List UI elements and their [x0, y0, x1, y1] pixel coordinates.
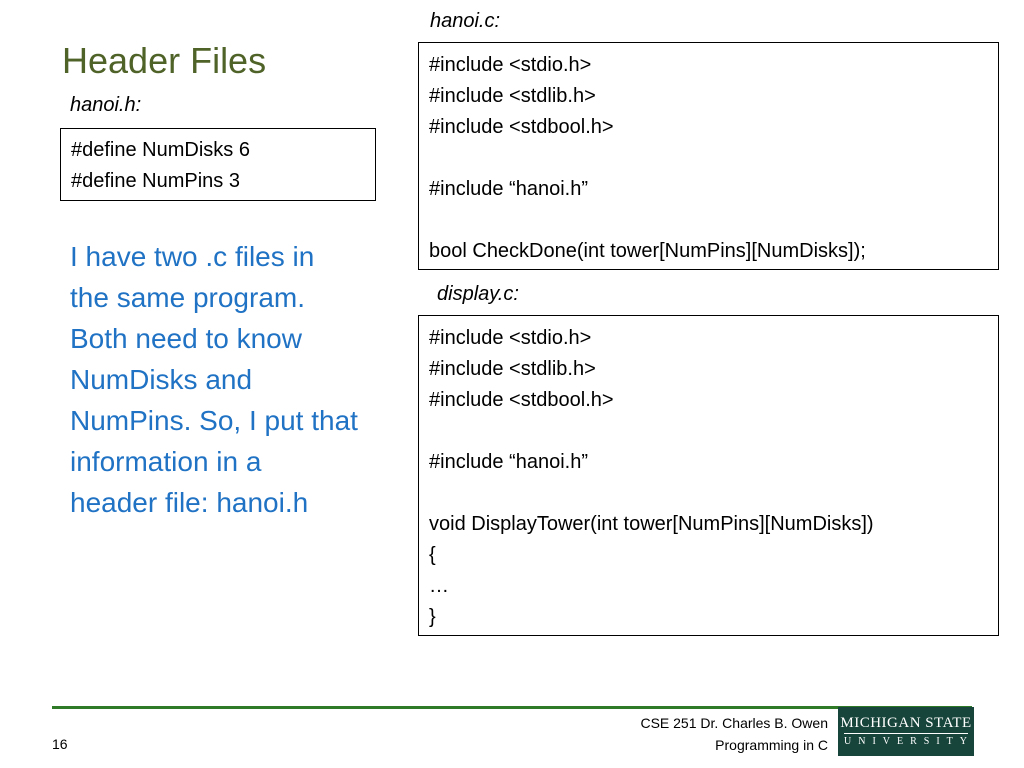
hanoi-c-code-box: #include <stdio.h> #include <stdlib.h> #… — [418, 42, 999, 270]
explanation-line: the same program. — [70, 282, 305, 313]
explanation-line: I have two .c files in — [70, 241, 315, 272]
footer-divider — [52, 706, 972, 709]
display-c-label: display.c: — [437, 283, 519, 305]
hanoi-c-label: hanoi.c: — [430, 10, 501, 32]
code-line: #define NumDisks 6 — [71, 139, 250, 161]
page-number: 16 — [52, 736, 68, 752]
code-line: #include <stdlib.h> — [429, 85, 596, 107]
hanoi-h-code-box: #define NumDisks 6 #define NumPins 3 — [60, 128, 376, 201]
footer-course-info: CSE 251 Dr. Charles B. Owen Programming … — [640, 712, 828, 756]
code-line: #include “hanoi.h” — [429, 451, 588, 473]
msu-logo: MICHIGAN STATE UNIVERSITY — [838, 707, 974, 756]
code-line: #include <stdlib.h> — [429, 358, 596, 380]
code-line: #include “hanoi.h” — [429, 178, 588, 200]
code-line — [429, 143, 998, 174]
hanoi-h-label: hanoi.h: — [70, 94, 142, 116]
code-line: #include <stdio.h> — [429, 54, 592, 76]
footer-course-subline: Programming in C — [715, 737, 828, 753]
explanation-text: I have two .c files in the same program.… — [70, 236, 400, 523]
code-line: #include <stdbool.h> — [429, 389, 614, 411]
slide-title: Header Files — [62, 40, 267, 81]
explanation-line: Both need to know — [70, 323, 302, 354]
code-line: #include <stdbool.h> — [429, 116, 614, 138]
logo-divider — [844, 733, 968, 734]
display-c-code-box: #include <stdio.h> #include <stdlib.h> #… — [418, 315, 999, 636]
code-line: #include <stdio.h> — [429, 327, 592, 349]
code-line — [429, 205, 998, 236]
explanation-line: header file: hanoi.h — [70, 487, 309, 518]
code-line — [429, 478, 998, 509]
logo-bottom-text: UNIVERSITY — [844, 736, 974, 747]
footer-course-line: CSE 251 Dr. Charles B. Owen — [640, 715, 828, 731]
explanation-line: information in a — [70, 446, 262, 477]
logo-top-text: MICHIGAN STATE — [840, 715, 972, 731]
code-line: { — [429, 544, 436, 566]
code-line — [429, 416, 998, 447]
code-line: … — [429, 575, 449, 597]
code-line: #define NumPins 3 — [71, 169, 240, 192]
code-line: bool CheckDone(int tower[NumPins][NumDis… — [429, 240, 866, 262]
explanation-line: NumDisks and — [70, 364, 253, 395]
code-line: void DisplayTower(int tower[NumPins][Num… — [429, 513, 874, 535]
code-line: } — [429, 606, 436, 628]
explanation-line: NumPins. So, I put that — [70, 405, 358, 436]
